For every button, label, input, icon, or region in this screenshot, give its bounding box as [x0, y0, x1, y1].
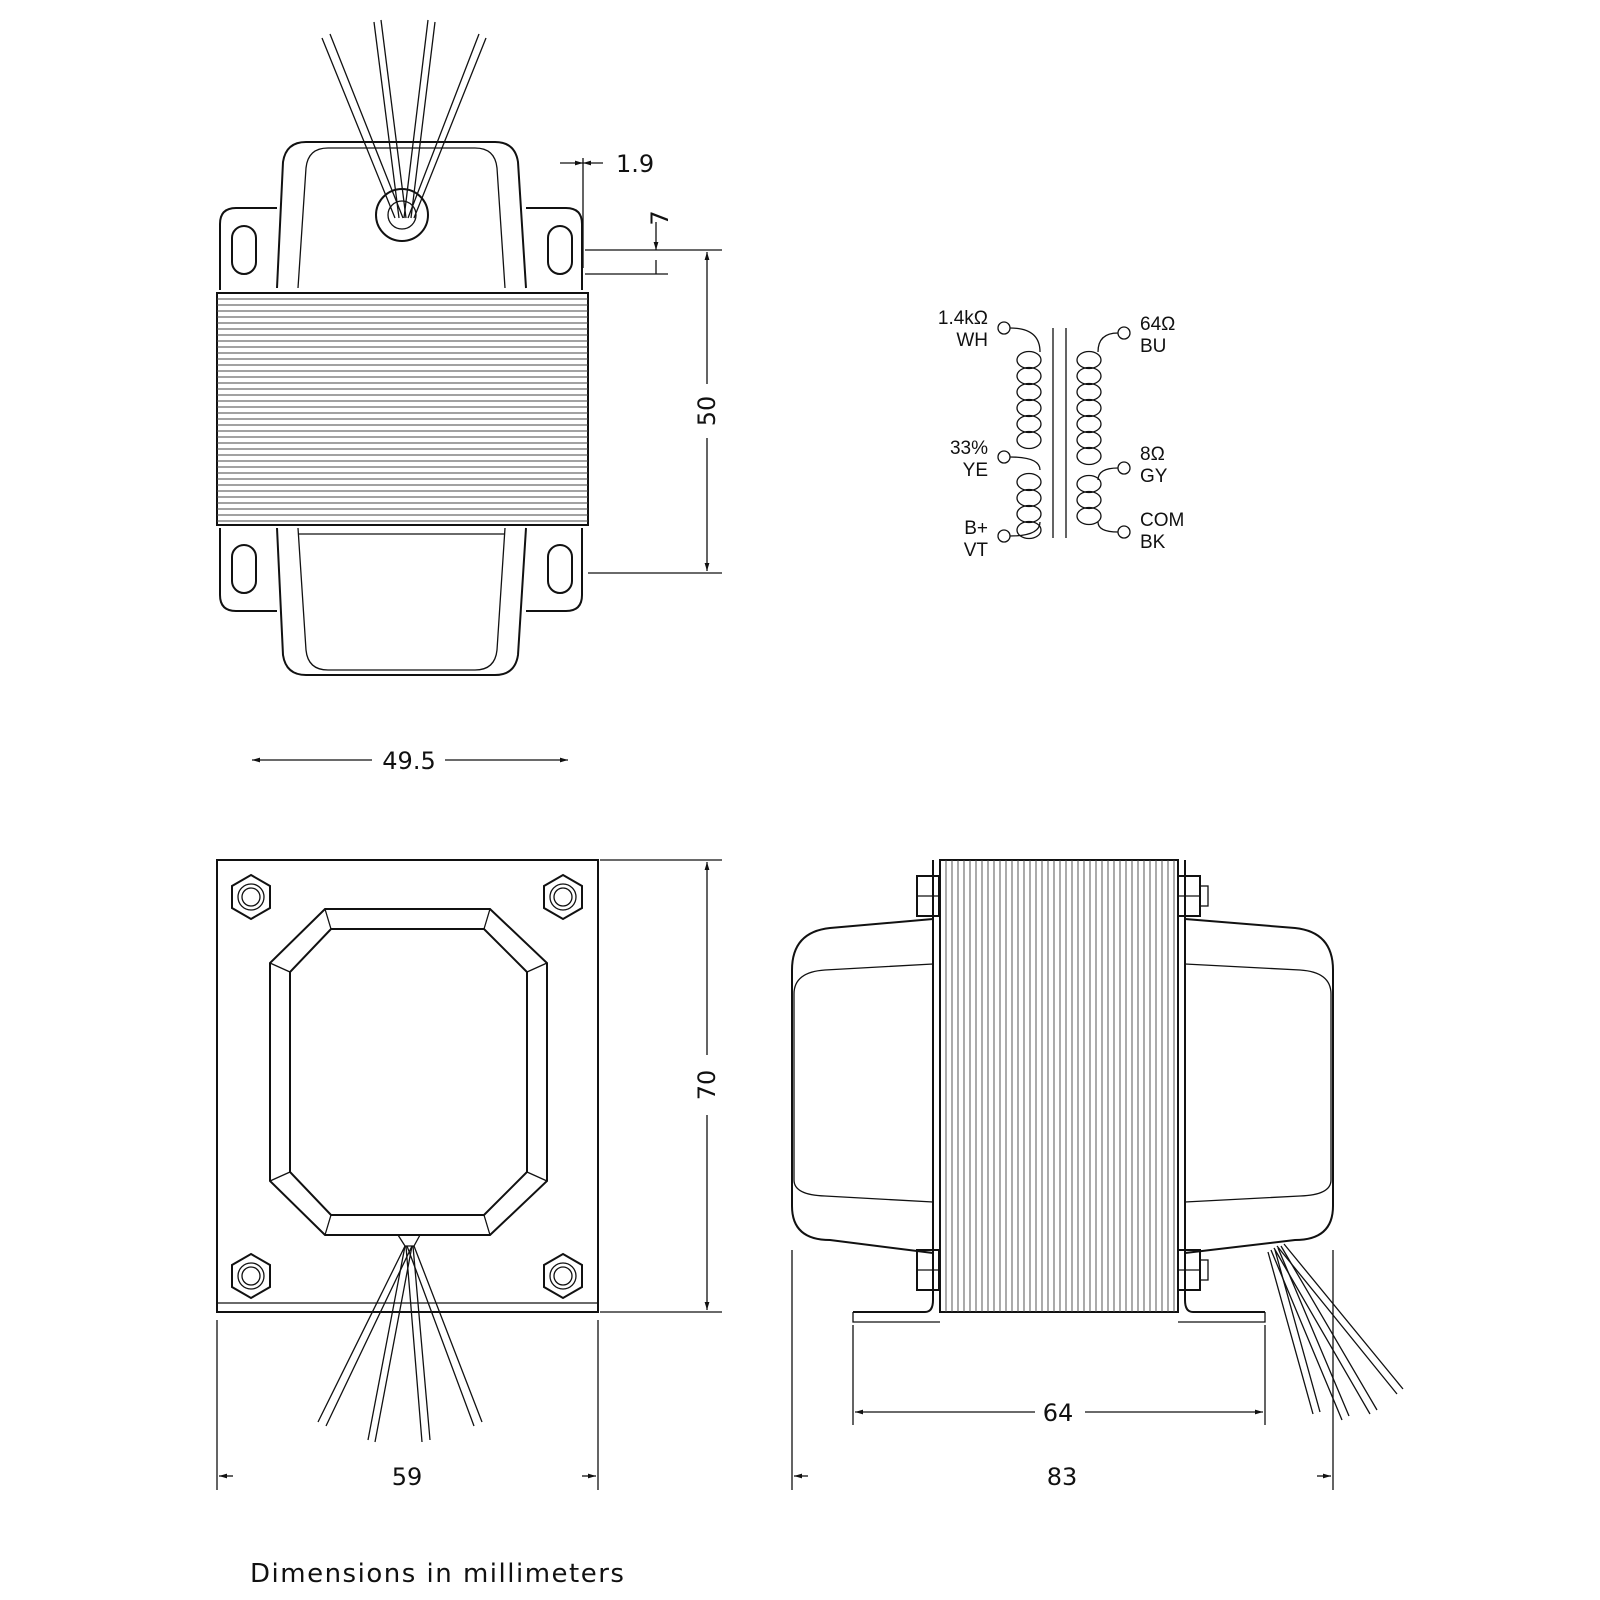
primary-label-3-color: VT: [964, 540, 989, 561]
secondary-label-3-value: COM: [1140, 510, 1184, 531]
side-dimensions: 64 83: [791, 1250, 1334, 1491]
side-bell-left: [791, 918, 934, 1254]
top-view-dimensions: 1.9 7 50 49.5: [252, 150, 722, 775]
primary-label-1-value: 1.4kΩ: [938, 308, 988, 329]
terminal-primary-1: [997, 321, 1011, 335]
slot-bottom-left: [231, 544, 257, 594]
dimensions-caption: Dimensions in millimeters: [250, 1559, 625, 1589]
side-nut-bottom-right: [1177, 1249, 1209, 1291]
bell-outline-outer: [269, 908, 548, 1236]
base-dimensions: 70 59: [216, 859, 722, 1491]
slot-top-right: [547, 225, 573, 275]
ear-bottom-right: [526, 528, 583, 612]
coil-turn: [1016, 414, 1042, 434]
slot-bottom-right: [547, 544, 573, 594]
side-nut-top-right: [1177, 875, 1209, 917]
primary-label-1-color: WH: [956, 330, 988, 351]
coil-turn: [1016, 350, 1042, 370]
nut-bottom-right: [543, 1252, 583, 1300]
coil-turn: [1076, 398, 1102, 418]
terminal-secondary-1: [1117, 326, 1131, 340]
side-nut-bottom-left: [916, 1249, 940, 1291]
terminal-primary-3: [997, 529, 1011, 543]
coil-turn: [1076, 366, 1102, 386]
coil-turn: [1076, 382, 1102, 402]
secondary-label-2-color: GY: [1140, 466, 1168, 487]
side-view: [791, 859, 1404, 1421]
core-lines: [1052, 328, 1067, 538]
ear-top-left: [219, 207, 277, 290]
coil-turn: [1016, 504, 1042, 524]
side-core-laminations: [945, 860, 1175, 1312]
ear-top-right: [526, 207, 583, 290]
bell-outline-inner: [289, 928, 528, 1216]
terminal-secondary-3: [1117, 525, 1131, 539]
secondary-label-2-value: 8Ω: [1140, 444, 1165, 465]
coil-turn: [1016, 472, 1042, 492]
coil-turn: [1076, 474, 1102, 494]
nut-top-left: [231, 873, 271, 921]
primary-label-2-value: 33%: [950, 438, 988, 459]
dim-overall-length: 83: [1047, 1463, 1078, 1491]
foot-right: [1184, 1299, 1265, 1313]
base-view: [216, 859, 599, 1443]
secondary-coil: [1076, 350, 1102, 526]
primary-label-3-value: B+: [964, 518, 988, 539]
primary-label-2-color: YE: [963, 460, 988, 481]
primary-coil: [1016, 350, 1042, 540]
side-core: [939, 859, 1179, 1313]
coil-turn: [1076, 430, 1102, 450]
nut-bottom-left: [231, 1252, 271, 1300]
top-view: [216, 19, 589, 676]
nut-top-right: [543, 873, 583, 921]
ear-bottom-left: [219, 528, 277, 612]
coil-turn: [1016, 430, 1042, 450]
top-lead-wires: [321, 19, 487, 219]
dim-top-width: 49.5: [382, 747, 435, 775]
laminated-core: [216, 292, 589, 526]
base-lead-wires: [317, 1245, 483, 1443]
side-bell-right: [1184, 918, 1334, 1254]
coil-turn: [1016, 366, 1042, 386]
coil-turn: [1076, 350, 1102, 370]
dim-core-height: 50: [693, 396, 721, 427]
coil-turn: [1076, 446, 1102, 466]
coil-turn: [1076, 490, 1102, 510]
dim-base-width: 59: [392, 1463, 423, 1491]
dim-hole-spacing: 7: [646, 210, 674, 225]
terminal-primary-2: [997, 450, 1011, 464]
core-laminations: [217, 298, 588, 522]
secondary-label-1-color: BU: [1140, 336, 1166, 357]
side-nut-top-left: [916, 875, 940, 917]
coil-turn: [1076, 506, 1102, 526]
coil-turn: [1016, 382, 1042, 402]
base-plate: [216, 859, 599, 1313]
terminal-secondary-2: [1117, 461, 1131, 475]
coil-turn: [1076, 414, 1102, 434]
secondary-label-3-color: BK: [1140, 532, 1166, 553]
slot-top-left: [231, 225, 257, 275]
coil-turn: [1016, 398, 1042, 418]
side-lead-wires: [1267, 1243, 1404, 1421]
winding-schematic: 1.4kΩ WH 33% YE B+ VT 64Ω BU 8Ω GY COM B…: [938, 308, 1184, 561]
dim-base-height: 70: [693, 1070, 721, 1101]
dim-hole-offset: 1.9: [616, 150, 654, 178]
dim-mount-width: 64: [1043, 1399, 1074, 1427]
coil-turn: [1016, 488, 1042, 508]
coil-turn: [1016, 520, 1042, 540]
foot-left: [853, 1299, 934, 1313]
secondary-label-1-value: 64Ω: [1140, 314, 1175, 335]
